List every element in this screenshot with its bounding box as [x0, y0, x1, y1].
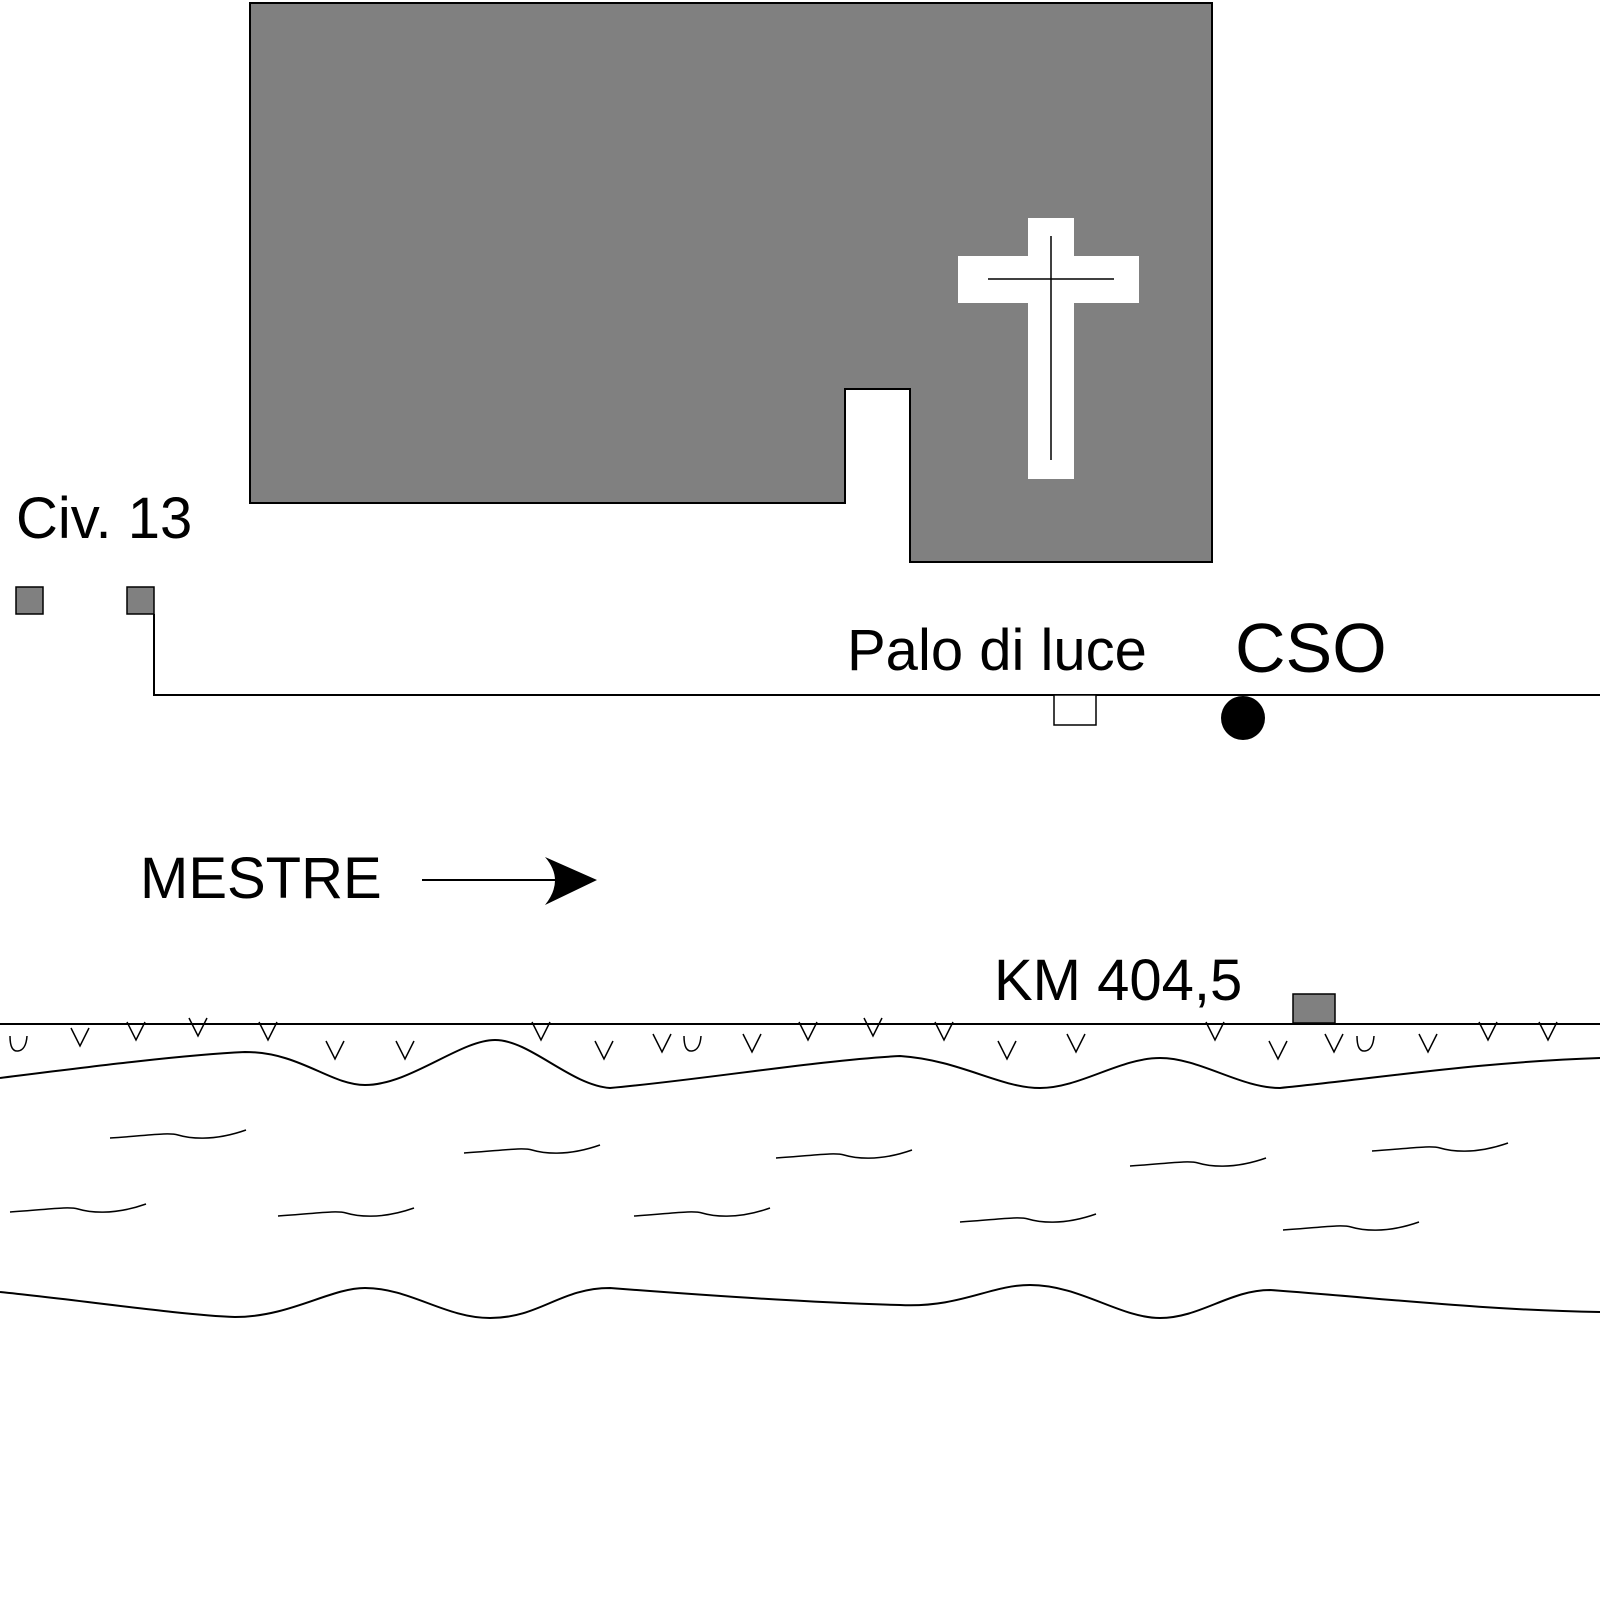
cross-icon: [958, 218, 1139, 479]
arrow-right-icon: [422, 857, 597, 905]
water-ripple: [463, 1144, 601, 1154]
water-ripple: [1371, 1142, 1509, 1152]
grass-tuft-icon: [863, 1017, 883, 1038]
church-building: [249, 2, 1213, 563]
water-ripple: [9, 1203, 147, 1213]
grass-tuft-icon: [742, 1033, 762, 1054]
grass-tuft-icon: [1356, 1035, 1375, 1052]
grass-tuft-icon: [1324, 1033, 1344, 1054]
grass-tuft-icon: [9, 1035, 28, 1052]
water-ripple: [959, 1213, 1097, 1223]
lower-bank-line: [0, 1283, 1600, 1320]
grass-tuft-icon: [395, 1040, 415, 1061]
grass-tuft-icon: [1066, 1033, 1086, 1054]
vegetation-tufts: [9, 1017, 1558, 1061]
grass-tuft-icon: [997, 1040, 1017, 1061]
grass-tuft-icon: [126, 1021, 146, 1042]
road-edge-line: [153, 614, 1600, 696]
grass-tuft-icon: [1418, 1033, 1438, 1054]
grass-tuft-icon: [683, 1035, 702, 1052]
water-ripple: [775, 1149, 913, 1159]
grass-tuft-icon: [531, 1021, 551, 1042]
water-ripples: [9, 1129, 1509, 1231]
grass-tuft-icon: [1538, 1021, 1558, 1042]
gate-post-right: [126, 586, 155, 615]
grass-tuft-icon: [652, 1033, 672, 1054]
water-ripple: [109, 1129, 247, 1139]
water-ripple: [277, 1207, 415, 1217]
church-building-outline: [249, 2, 1213, 563]
civic-number-label: Civ. 13: [16, 486, 192, 551]
water-ripple: [1129, 1157, 1267, 1167]
kilometer-label: KM 404,5: [994, 948, 1242, 1013]
grass-tuft-icon: [798, 1021, 818, 1042]
grass-tuft-icon: [258, 1021, 278, 1042]
square-outline-icon: [1053, 694, 1097, 726]
grass-tuft-icon: [594, 1040, 614, 1061]
cso-label: CSO: [1235, 609, 1387, 687]
grass-tuft-icon: [1478, 1021, 1498, 1042]
light-pole-label: Palo di luce: [847, 618, 1147, 683]
water-ripple: [1282, 1221, 1420, 1231]
gate-post-left: [15, 586, 44, 615]
grass-tuft-icon: [188, 1017, 208, 1038]
grass-tuft-icon: [934, 1021, 954, 1042]
filled-circle-icon: [1221, 696, 1265, 740]
direction-label: MESTRE: [140, 846, 382, 911]
grass-tuft-icon: [325, 1040, 345, 1061]
water-ripple: [633, 1207, 771, 1217]
grass-tuft-icon: [70, 1027, 90, 1048]
bank-wave-line: [0, 1038, 1600, 1090]
kilometer-marker: [1292, 993, 1336, 1024]
grass-tuft-icon: [1268, 1040, 1288, 1061]
grass-tuft-icon: [1205, 1021, 1225, 1042]
